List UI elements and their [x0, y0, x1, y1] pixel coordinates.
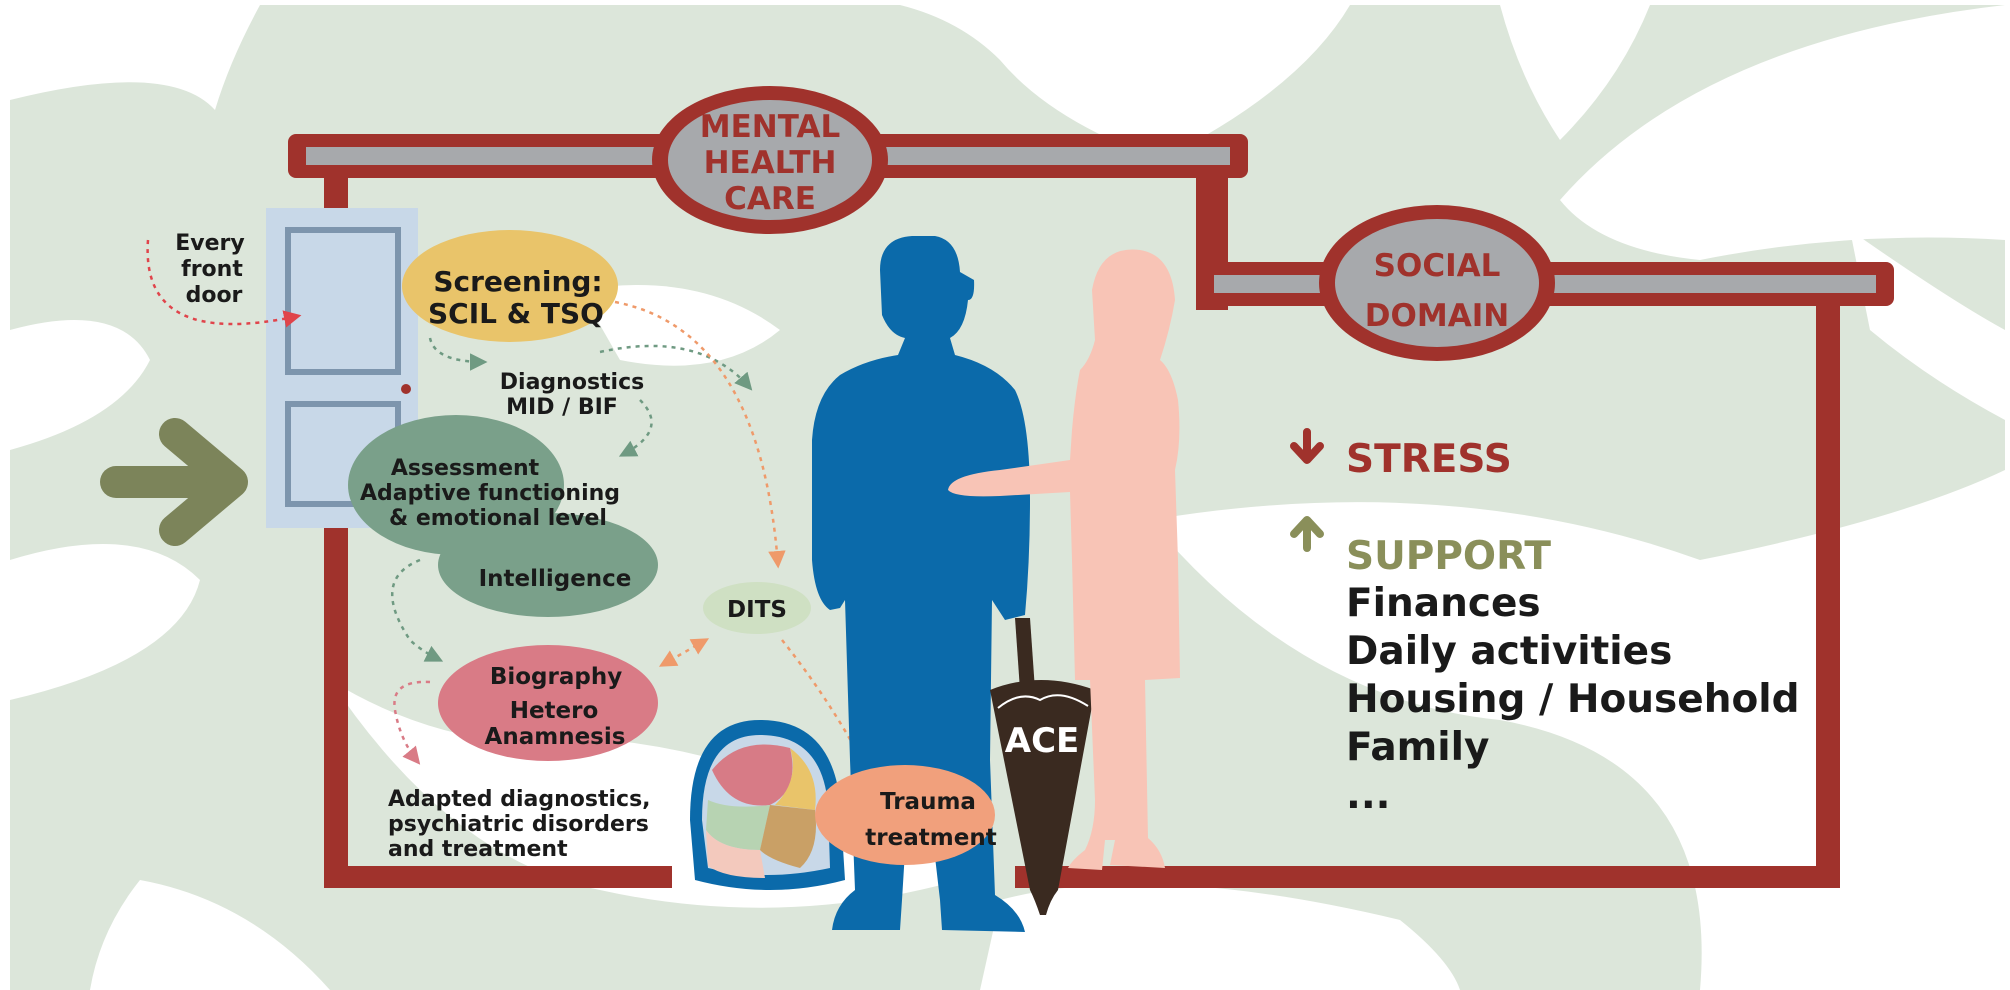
assessment-label-line-1: Assessment: [391, 456, 540, 481]
biography-label-line-3: Anamnesis: [485, 724, 626, 750]
dits-node: DITS: [703, 582, 811, 634]
adapted-diagnostics-node: Adapted diagnostics, psychiatric disorde…: [388, 787, 651, 862]
diagnostics-label-line-2: MID / BIF: [506, 395, 618, 420]
support-item-housing: Housing / Household: [1346, 677, 1800, 722]
mental-health-care-badge: MENTAL HEALTH CARE: [652, 86, 888, 234]
support-item-more: ...: [1346, 773, 1390, 818]
stress-label: STRESS: [1346, 437, 1512, 482]
biography-label-line-2: Hetero: [510, 698, 599, 724]
support-label: SUPPORT: [1346, 534, 1551, 579]
diagnostics-label-line-1: Diagnostics: [500, 370, 644, 395]
stress-down-arrow-icon: [1290, 428, 1324, 464]
ace-umbrella-icon: ACE: [990, 618, 1095, 915]
screening-label-line-1: Screening:: [433, 265, 602, 298]
door-label-line-2: front: [181, 257, 243, 282]
adapted-label-line-1: Adapted diagnostics,: [388, 787, 651, 812]
support-item-family: Family: [1346, 725, 1489, 770]
trauma-label-line-2: treatment: [865, 825, 996, 851]
biography-node: Biography Hetero Anamnesis: [438, 645, 658, 761]
screening-node: Screening: SCIL & TSQ: [402, 230, 618, 342]
assessment-label-line-3: & emotional level: [389, 506, 607, 531]
mental-health-care-line-3: CARE: [724, 181, 816, 217]
adapted-label-line-2: psychiatric disorders: [388, 812, 649, 837]
door-label-line-3: door: [186, 283, 243, 308]
ace-label: ACE: [1005, 721, 1080, 761]
assessment-label-line-2: Adaptive functioning: [360, 481, 620, 506]
adapted-label-line-3: and treatment: [388, 837, 568, 862]
assessment-node: Assessment Adaptive functioning & emotio…: [348, 415, 620, 555]
support-up-arrow-icon: [1290, 516, 1324, 552]
backpack-icon: [690, 720, 845, 890]
support-item-finances: Finances: [1346, 581, 1541, 626]
trauma-treatment-node: Trauma treatment: [815, 765, 997, 865]
dits-label: DITS: [727, 597, 787, 623]
screening-label-line-2: SCIL & TSQ: [428, 297, 604, 330]
support-item-daily-activities: Daily activities: [1346, 629, 1672, 674]
social-domain-line-2: DOMAIN: [1365, 298, 1509, 334]
mental-health-care-line-2: HEALTH: [704, 145, 837, 181]
entry-arrow-icon: [100, 418, 248, 546]
person-pink-silhouette: [948, 249, 1180, 870]
biography-label-line-1: Biography: [490, 664, 622, 690]
mental-health-care-line-1: MENTAL: [700, 109, 840, 145]
every-front-door-label: Every front door: [175, 231, 244, 308]
social-domain-panel: STRESS SUPPORT Finances Daily activities…: [1290, 428, 1800, 818]
door-knob-icon: [401, 384, 411, 394]
front-door: [266, 208, 418, 528]
intelligence-label: Intelligence: [479, 566, 632, 592]
social-domain-line-1: SOCIAL: [1374, 248, 1501, 284]
trauma-label-line-1: Trauma: [880, 789, 976, 815]
social-domain-badge: SOCIAL DOMAIN: [1319, 205, 1555, 361]
diagnostics-node: Diagnostics MID / BIF: [500, 370, 644, 420]
person-blue-silhouette: [812, 236, 1030, 932]
door-label-line-1: Every: [175, 231, 244, 256]
